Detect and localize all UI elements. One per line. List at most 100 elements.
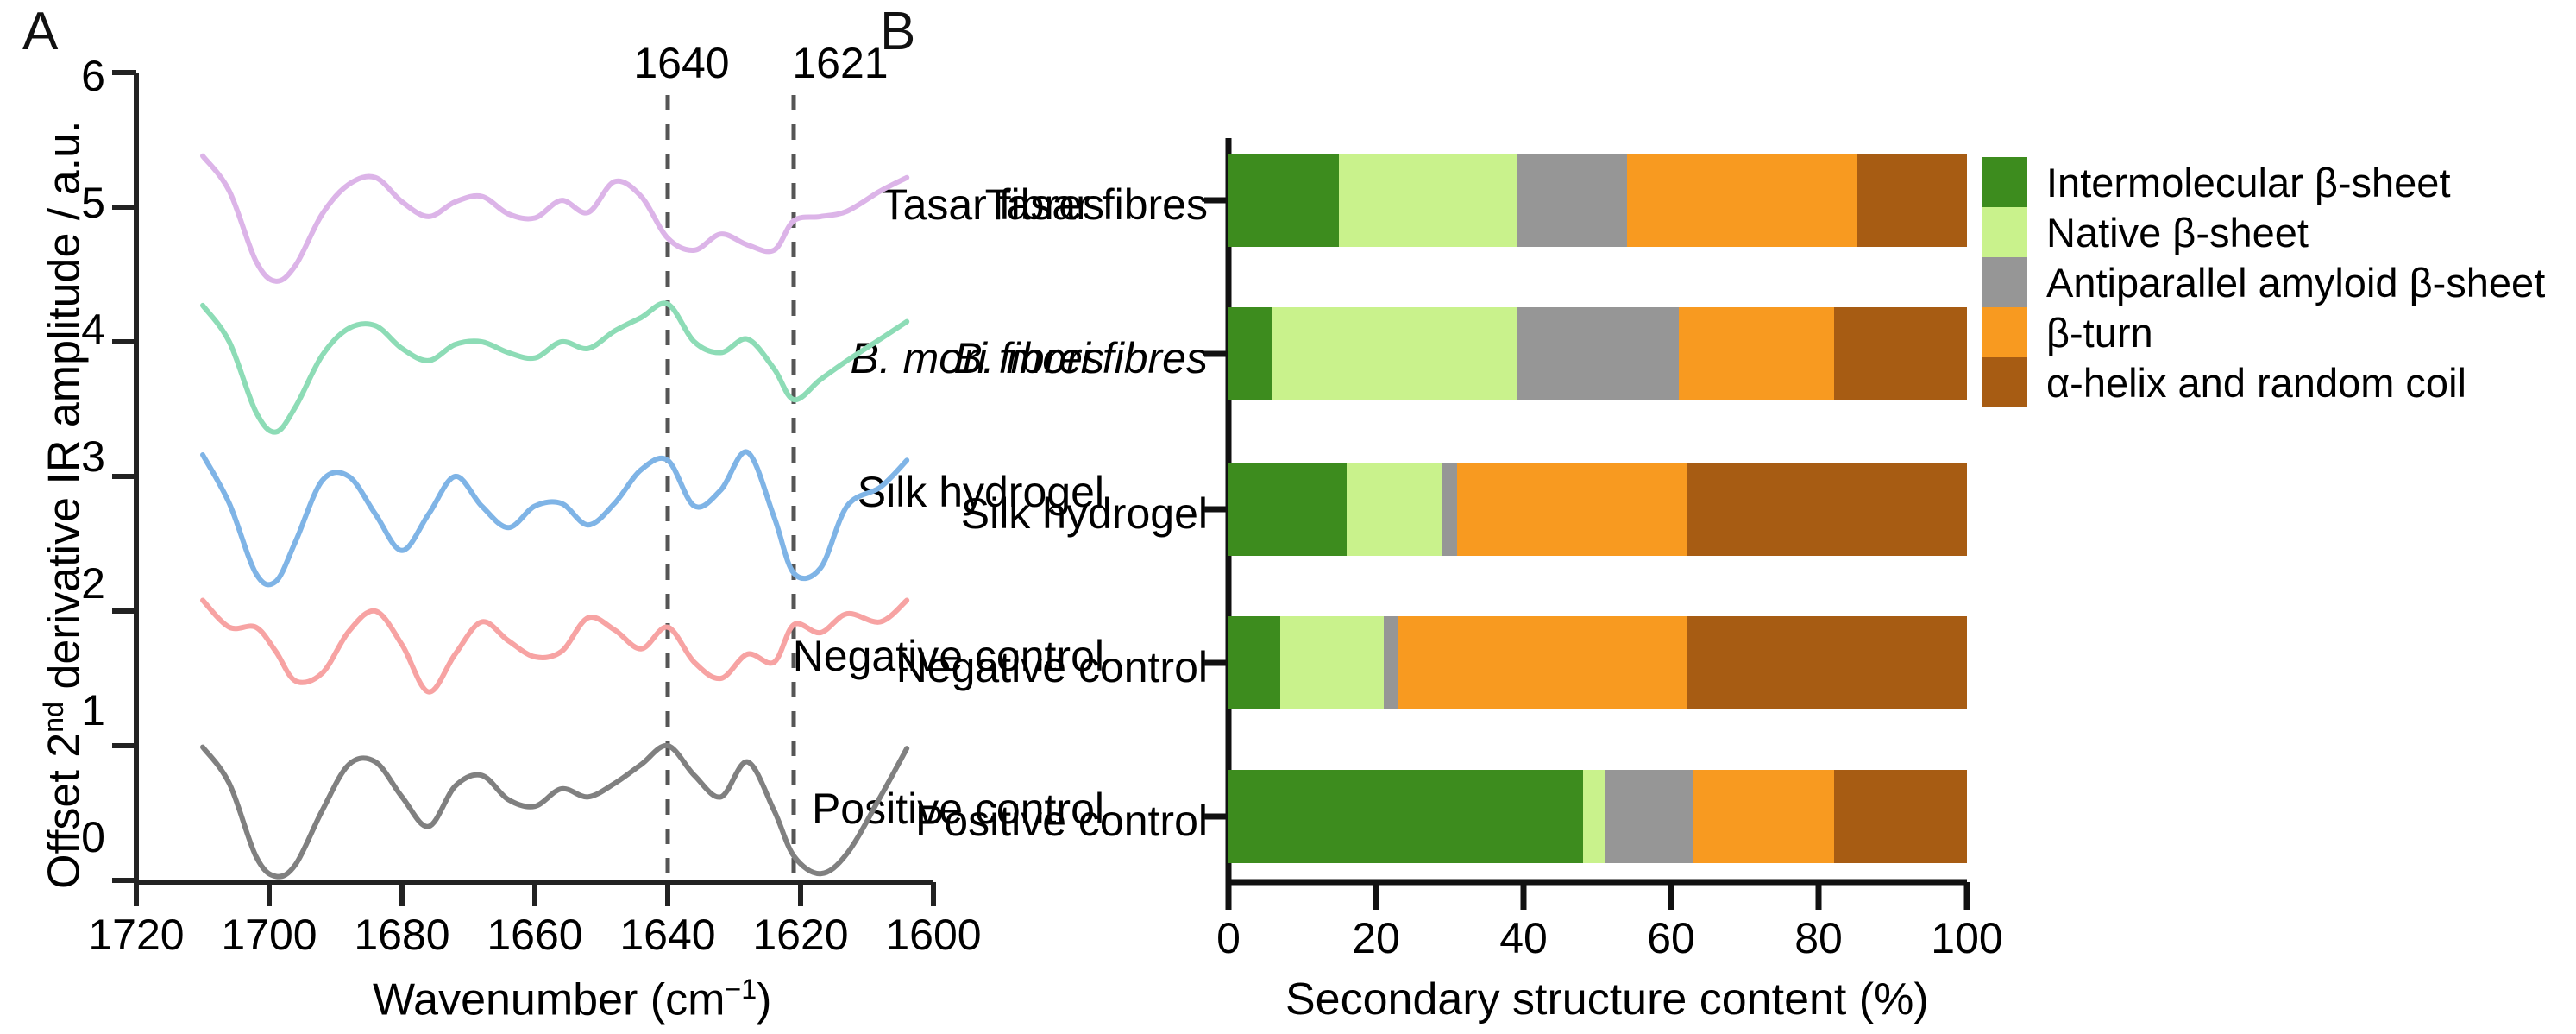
legend-label: β-turn — [2046, 309, 2153, 356]
panel-b-category-label-tasar-fibres: Tasar fibres — [984, 180, 1208, 229]
x-axis-title-main: Wavenumber (cm — [373, 974, 726, 1025]
panel-a-marker-label-1621: 1621 — [792, 39, 889, 87]
bar-segment — [1856, 154, 1967, 247]
panel-b-x-ticks — [1225, 882, 1970, 910]
panel-a-x-ticks — [134, 882, 936, 906]
bar-segment — [1627, 154, 1857, 247]
panel-a-ytick-1: 1 — [81, 686, 105, 735]
panel-b-category-ticks — [1204, 197, 1228, 820]
panel-a-ytick-4: 4 — [81, 306, 105, 354]
panel-a-xtick-1720: 1720 — [88, 911, 185, 959]
panel-b-xtick-80: 80 — [1794, 914, 1843, 962]
bar-segment — [1516, 307, 1680, 400]
x-axis-title-superscript: −1 — [725, 974, 757, 1005]
bar-segment — [1383, 616, 1398, 709]
panel-a-xtick-1660: 1660 — [487, 911, 583, 959]
panel-a-ytick-6: 6 — [81, 52, 105, 100]
panel-a-xtick-1700: 1700 — [221, 911, 317, 959]
panel-a-ytick-3: 3 — [81, 432, 105, 481]
panel-a-plot-canvas — [112, 70, 936, 906]
bar-segment — [1693, 770, 1834, 863]
legend-label: α-helix and random coil — [2046, 359, 2466, 406]
panel-a-letter: A — [22, 2, 59, 61]
bar-segment — [1833, 770, 1967, 863]
bar-segment — [1279, 616, 1384, 709]
legend-label: Antiparallel amyloid β-sheet — [2046, 259, 2546, 306]
legend-swatch — [1982, 307, 2027, 357]
panel-b-category-label-b-mori-fibres: B. mori fibres — [828, 337, 1208, 380]
bar-segment — [1833, 307, 1967, 400]
bar-row — [1228, 463, 1967, 556]
panel-a-xtick-1680: 1680 — [354, 911, 450, 959]
legend-item[interactable]: Intermolecular β-sheet — [1982, 157, 2545, 207]
panel-a-xtick-1620: 1620 — [752, 911, 849, 959]
panel-a-spectra-group — [200, 153, 910, 880]
bar-row — [1228, 770, 1967, 863]
bar-segment — [1228, 154, 1340, 247]
panel-a-xtick-1640: 1640 — [619, 911, 716, 959]
bar-row — [1228, 616, 1967, 709]
bar-segment — [1686, 616, 1967, 709]
panel-a-series-label-b-mori-fibres: B. mori fibres — [656, 337, 1104, 380]
legend-swatch — [1982, 257, 2027, 307]
panel-b-letter: B — [880, 2, 916, 61]
bar-segment — [1457, 463, 1687, 556]
panel-a-series-label-positive-control: Positive control — [811, 785, 1104, 833]
panel-b-xtick-40: 40 — [1499, 914, 1548, 962]
panel-a-ytick-0: 0 — [81, 813, 105, 861]
spectrum-line-positive-control — [200, 742, 910, 880]
panel-b-xtick-20: 20 — [1352, 914, 1400, 962]
panel-b-category-label-silk-hydrogel: Silk hydrogel — [960, 489, 1208, 538]
panel-b-xtick-60: 60 — [1647, 914, 1695, 962]
panel-a-ytick-5: 5 — [81, 179, 105, 227]
bar-segment — [1346, 463, 1443, 556]
spectrum-line-b-mori-fibres — [200, 300, 910, 435]
panel-b-xtick-100: 100 — [1931, 914, 2003, 962]
bar-segment — [1228, 616, 1280, 709]
panel-b-x-axis-title: Secondary structure content (%) — [1285, 974, 1929, 1025]
bar-segment — [1442, 463, 1458, 556]
panel-a-marker-label-1640: 1640 — [633, 39, 730, 87]
legend-swatch — [1982, 157, 2027, 207]
legend-swatch — [1982, 357, 2027, 407]
panel-a-x-axis-title: Wavenumber (cm−1) — [373, 975, 771, 1022]
series-label-text: B. mori fibres — [850, 334, 1104, 382]
panel-a-series-label-tasar-fibres: Tasar fibres — [881, 180, 1104, 229]
panel-b-category-label-positive-control: Positive control — [914, 797, 1208, 845]
panel-b-category-label-negative-control: Negative control — [895, 643, 1208, 691]
legend-label: Native β-sheet — [2046, 209, 2309, 255]
panel-b-xtick-0: 0 — [1216, 914, 1241, 962]
bar-segment — [1605, 770, 1694, 863]
legend-label: Intermolecular β-sheet — [2046, 159, 2451, 205]
legend-item[interactable]: Native β-sheet — [1982, 207, 2545, 257]
spectrum-line-silk-hydrogel — [200, 449, 910, 588]
legend-item[interactable]: β-turn — [1982, 307, 2545, 357]
bar-row — [1228, 154, 1967, 247]
bar-segment — [1228, 770, 1583, 863]
panel-b: B Tasar fibres B. mori fibres Silk hydro… — [880, 0, 2576, 1034]
legend-item[interactable]: α-helix and random coil — [1982, 357, 2545, 407]
panel-a: A Offset 2nd derivative IR amplitude / a… — [0, 0, 1156, 1034]
bar-segment — [1686, 463, 1967, 556]
panel-a-ytick-2: 2 — [81, 559, 105, 608]
spectrum-line-negative-control — [200, 597, 910, 695]
bar-segment — [1516, 154, 1628, 247]
bar-segment — [1228, 307, 1273, 400]
x-axis-title-close: ) — [757, 974, 772, 1025]
bar-row — [1228, 307, 1967, 400]
legend-swatch — [1982, 207, 2027, 257]
panel-a-series-label-negative-control: Negative control — [792, 632, 1104, 680]
legend-item[interactable]: Antiparallel amyloid β-sheet — [1982, 257, 2545, 307]
panel-a-xtick-1600: 1600 — [885, 911, 982, 959]
category-label-text: B. mori fibres — [953, 334, 1208, 382]
bar-segment — [1398, 616, 1687, 709]
panel-a-series-label-silk-hydrogel: Silk hydrogel — [857, 468, 1104, 516]
spectrum-line-tasar-fibres — [200, 153, 910, 284]
bar-segment — [1339, 154, 1517, 247]
bar-segment — [1272, 307, 1517, 400]
bar-segment — [1679, 307, 1834, 400]
bar-segment — [1582, 770, 1605, 863]
bar-segment — [1228, 463, 1347, 556]
